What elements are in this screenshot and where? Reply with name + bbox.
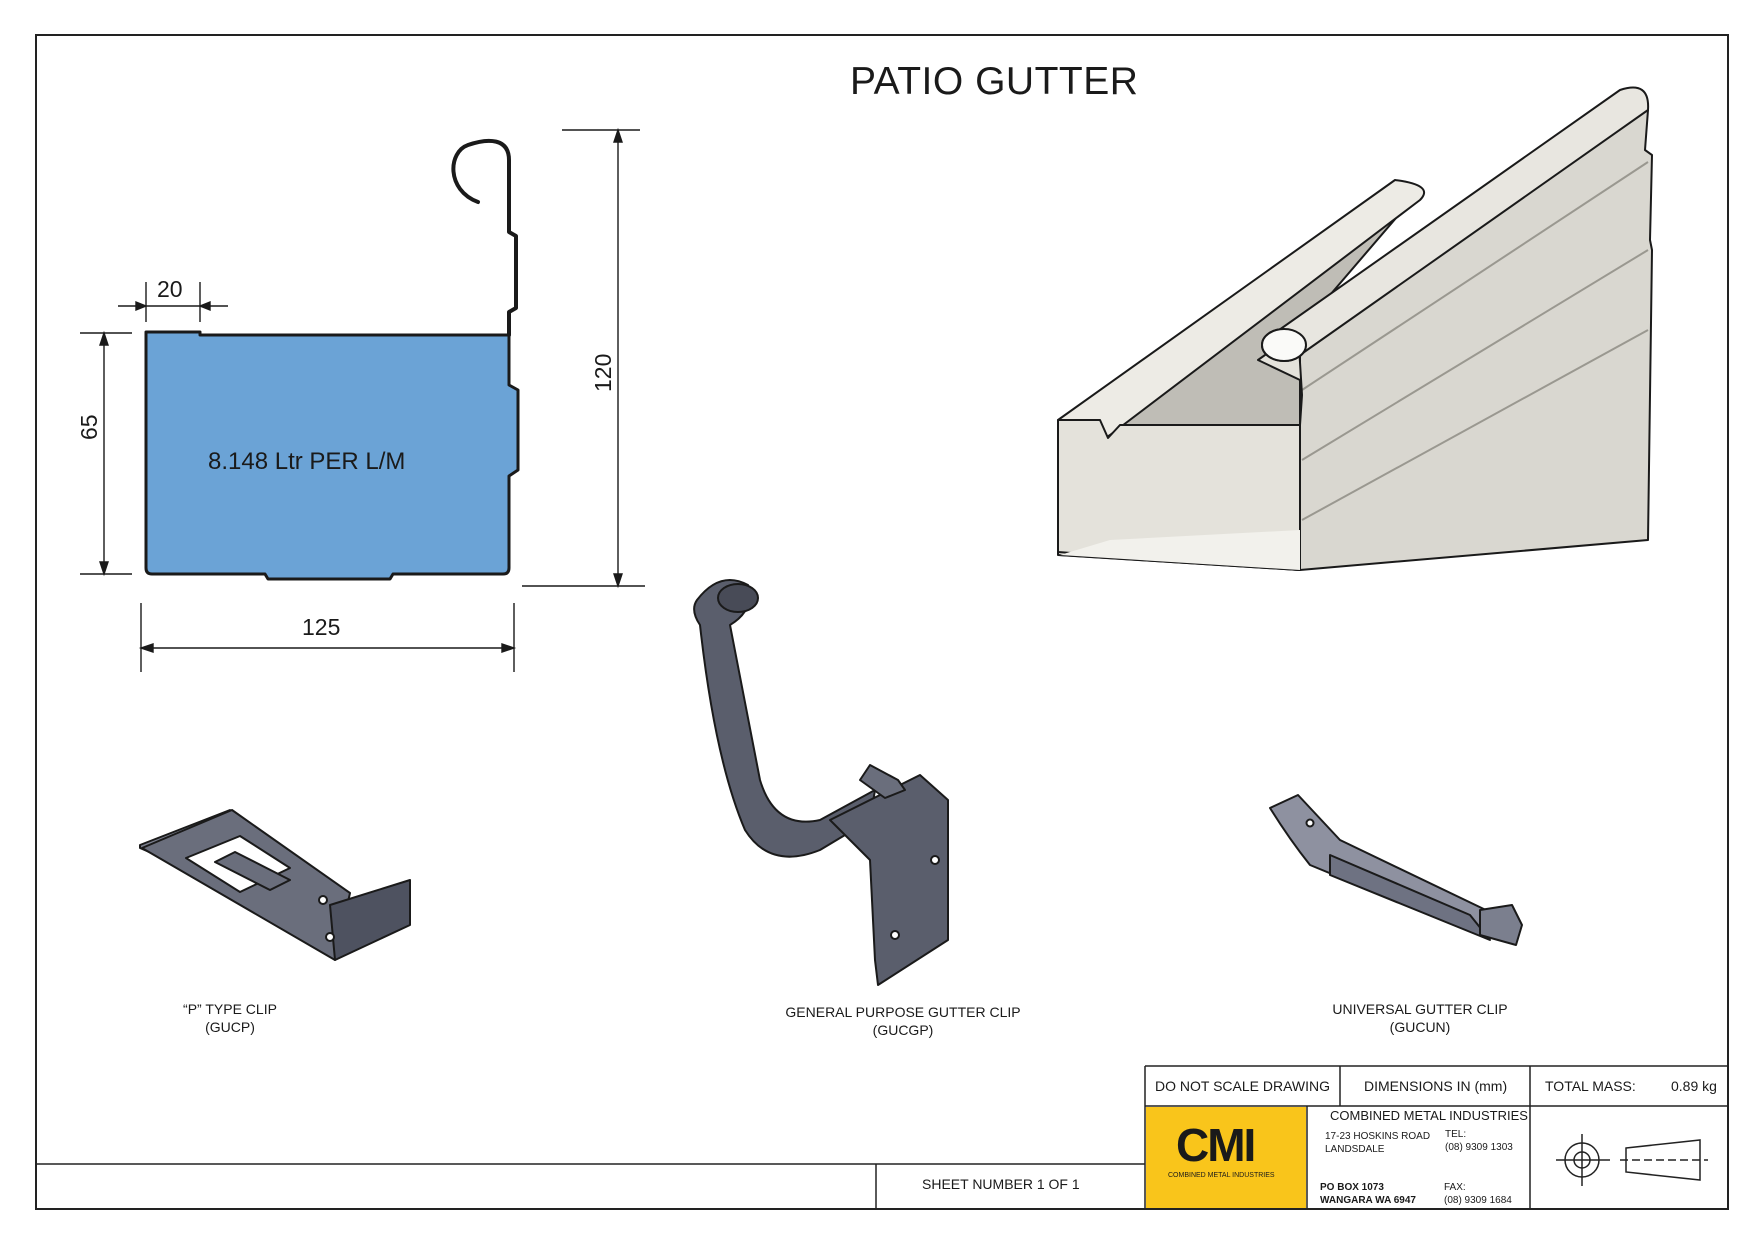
address-line2: LANDSDALE	[1325, 1144, 1385, 1155]
fax-label: FAX:	[1444, 1182, 1466, 1193]
address-line1: 17-23 HOSKINS ROAD	[1325, 1131, 1431, 1142]
part-name: GENERAL PURPOSE GUTTER CLIP	[785, 1004, 1021, 1020]
title-block-lines	[36, 1065, 1727, 1209]
page-title: PATIO GUTTER	[850, 60, 1139, 103]
sheet-number: SHEET NUMBER 1 OF 1	[922, 1176, 1080, 1192]
dim-front-height: 65	[76, 414, 102, 440]
capacity-area	[144, 330, 520, 581]
fax-number: (08) 9309 1684	[1444, 1195, 1512, 1206]
dim-width: 125	[302, 614, 341, 640]
part-code: (GUCGP)	[872, 1022, 934, 1038]
gutter-isometric	[1057, 86, 1653, 571]
part-name: UNIVERSAL GUTTER CLIP	[1332, 1001, 1508, 1017]
total-mass-label: TOTAL MASS:	[1545, 1078, 1636, 1094]
cmi-logo: CMI	[1176, 1119, 1256, 1171]
tel-number: (08) 9309 1303	[1445, 1142, 1513, 1153]
company-name: COMBINED METAL INDUSTRIES	[1330, 1108, 1528, 1123]
projection-symbol-icon	[1556, 1134, 1708, 1186]
general-purpose-clip-drawing	[693, 579, 949, 986]
tel-label: TEL:	[1445, 1129, 1467, 1140]
dimensions-unit: DIMENSIONS IN (mm)	[1364, 1078, 1508, 1094]
capacity-label: 8.148 Ltr PER L/M	[208, 448, 406, 475]
total-mass-value: 0.89 kg	[1671, 1078, 1717, 1094]
gutter-profile	[144, 138, 520, 581]
part-caption: GENERAL PURPOSE GUTTER CLIP (GUCGP)	[770, 1003, 1036, 1039]
po-box: PO BOX 1073	[1320, 1182, 1384, 1193]
sheet-border	[35, 34, 1729, 1210]
dim-top-flange: 20	[157, 276, 183, 302]
dim-back-height: 120	[590, 353, 616, 392]
part-name: “P” TYPE CLIP	[183, 1001, 277, 1017]
universal-clip-drawing	[1269, 794, 1523, 946]
cmi-logo-subtext: COMBINED METAL INDUSTRIES	[1168, 1172, 1275, 1179]
p-type-clip-drawing	[139, 809, 411, 961]
po-city: WANGARA WA 6947	[1320, 1195, 1416, 1206]
do-not-scale-note: DO NOT SCALE DRAWING	[1155, 1078, 1331, 1094]
back-wall-hook	[451, 138, 518, 337]
part-code: (GUCP)	[205, 1019, 255, 1035]
dimension-lines	[80, 127, 645, 672]
part-code: (GUCUN)	[1389, 1019, 1451, 1035]
part-caption: UNIVERSAL GUTTER CLIP (GUCUN)	[1320, 1000, 1520, 1036]
cmi-logo-block	[1146, 1107, 1306, 1208]
part-caption: “P” TYPE CLIP (GUCP)	[160, 1000, 300, 1036]
